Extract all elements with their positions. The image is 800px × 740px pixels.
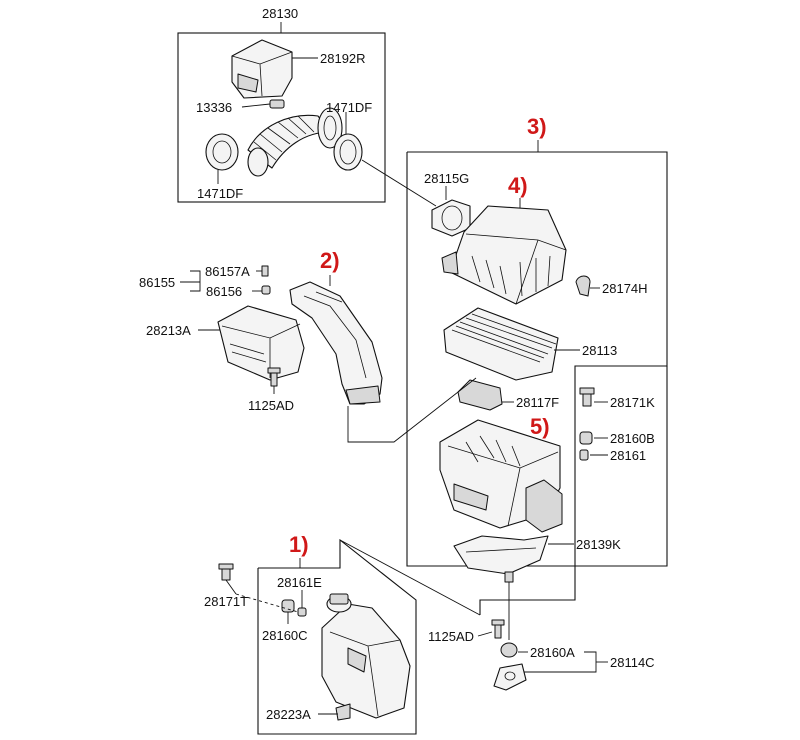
grommet-28117F-part (457, 379, 503, 411)
air-duct-group: 2) 86157A 86155 86156 28213A (139, 248, 477, 443)
label-28174H: 28174H (602, 281, 648, 296)
mounting-bracket-part (493, 663, 527, 691)
bolt-1125AD-bottom-part (491, 619, 505, 639)
grommet-28160A-part (500, 642, 518, 658)
callout-1: 1) (289, 532, 309, 557)
air-cleaner-upper-cover-part (441, 205, 567, 305)
label-28192R: 28192R (320, 51, 366, 66)
resonator-cover-part (231, 39, 293, 99)
air-cleaner-lower-case-part (439, 419, 563, 533)
heat-shield-28213A-part (217, 305, 305, 381)
label-1125AD-bottom: 1125AD (428, 629, 474, 644)
air-cleaner-assembly-group: 3) 28115G 4) 28174H 28113 (406, 114, 668, 615)
resonator-group: 1) 28161E 28160C 28223A 28171T (204, 532, 481, 735)
label-28113: 28113 (582, 343, 617, 358)
label-28130: 28130 (262, 6, 298, 21)
label-13336: 13336 (196, 100, 232, 115)
intake-hose-part (247, 107, 343, 177)
pin-28161-part (579, 449, 589, 461)
screw-86157A-part (261, 265, 269, 277)
callout-2: 2) (320, 248, 340, 273)
label-86156: 86156 (206, 284, 242, 299)
callout-3: 3) (527, 114, 547, 139)
intake-gasket-28115G-part (431, 199, 471, 237)
label-28117F: 28117F (516, 395, 559, 410)
bracket-28139K-part (453, 535, 549, 583)
clip-28174H-part (575, 275, 591, 297)
label-28160C: 28160C (262, 628, 308, 643)
intake-hose-group: 28130 28192R 13336 1471DF (177, 6, 386, 203)
air-filter-element-part (443, 307, 559, 381)
lower-mounting-group: 1125AD 28160A 28114C (428, 582, 655, 691)
hose-clamp-right-part (333, 133, 363, 171)
label-28139K: 28139K (576, 537, 621, 552)
label-86155: 86155 (139, 275, 175, 290)
clip-13336-part (269, 99, 285, 109)
grommet-28160B-part (579, 431, 593, 445)
callout-4: 4) (508, 173, 528, 198)
label-28171K: 28171K (610, 395, 655, 410)
assembly-frame-main (406, 152, 668, 567)
pin-28161E-part (297, 607, 307, 617)
bolt-28171T-part (218, 563, 234, 581)
bolt-28171K-part (579, 387, 595, 407)
label-28160B: 28160B (610, 431, 655, 446)
label-28161E: 28161E (277, 575, 322, 590)
callout-5: 5) (530, 414, 550, 439)
label-28161: 28161 (610, 448, 646, 463)
label-86157A: 86157A (205, 264, 250, 279)
label-28114C: 28114C (610, 655, 655, 670)
resonator-tank-part (321, 593, 411, 721)
label-28115G: 28115G (424, 171, 469, 186)
label-28213A: 28213A (146, 323, 191, 338)
grommet-28160C-part (281, 599, 295, 613)
label-1125AD-top: 1125AD (248, 398, 294, 413)
label-28223A: 28223A (266, 707, 311, 722)
label-28171T: 28171T (204, 594, 248, 609)
nut-86156-part (261, 285, 271, 295)
label-1471DF-left: 1471DF (197, 186, 243, 201)
intake-group-frame (177, 32, 386, 203)
air-duct-part (289, 281, 383, 405)
label-1471DF-right: 1471DF (326, 100, 372, 115)
hose-clamp-left-part (205, 133, 239, 171)
label-28160A: 28160A (530, 645, 575, 660)
resonator-frame (257, 538, 417, 735)
